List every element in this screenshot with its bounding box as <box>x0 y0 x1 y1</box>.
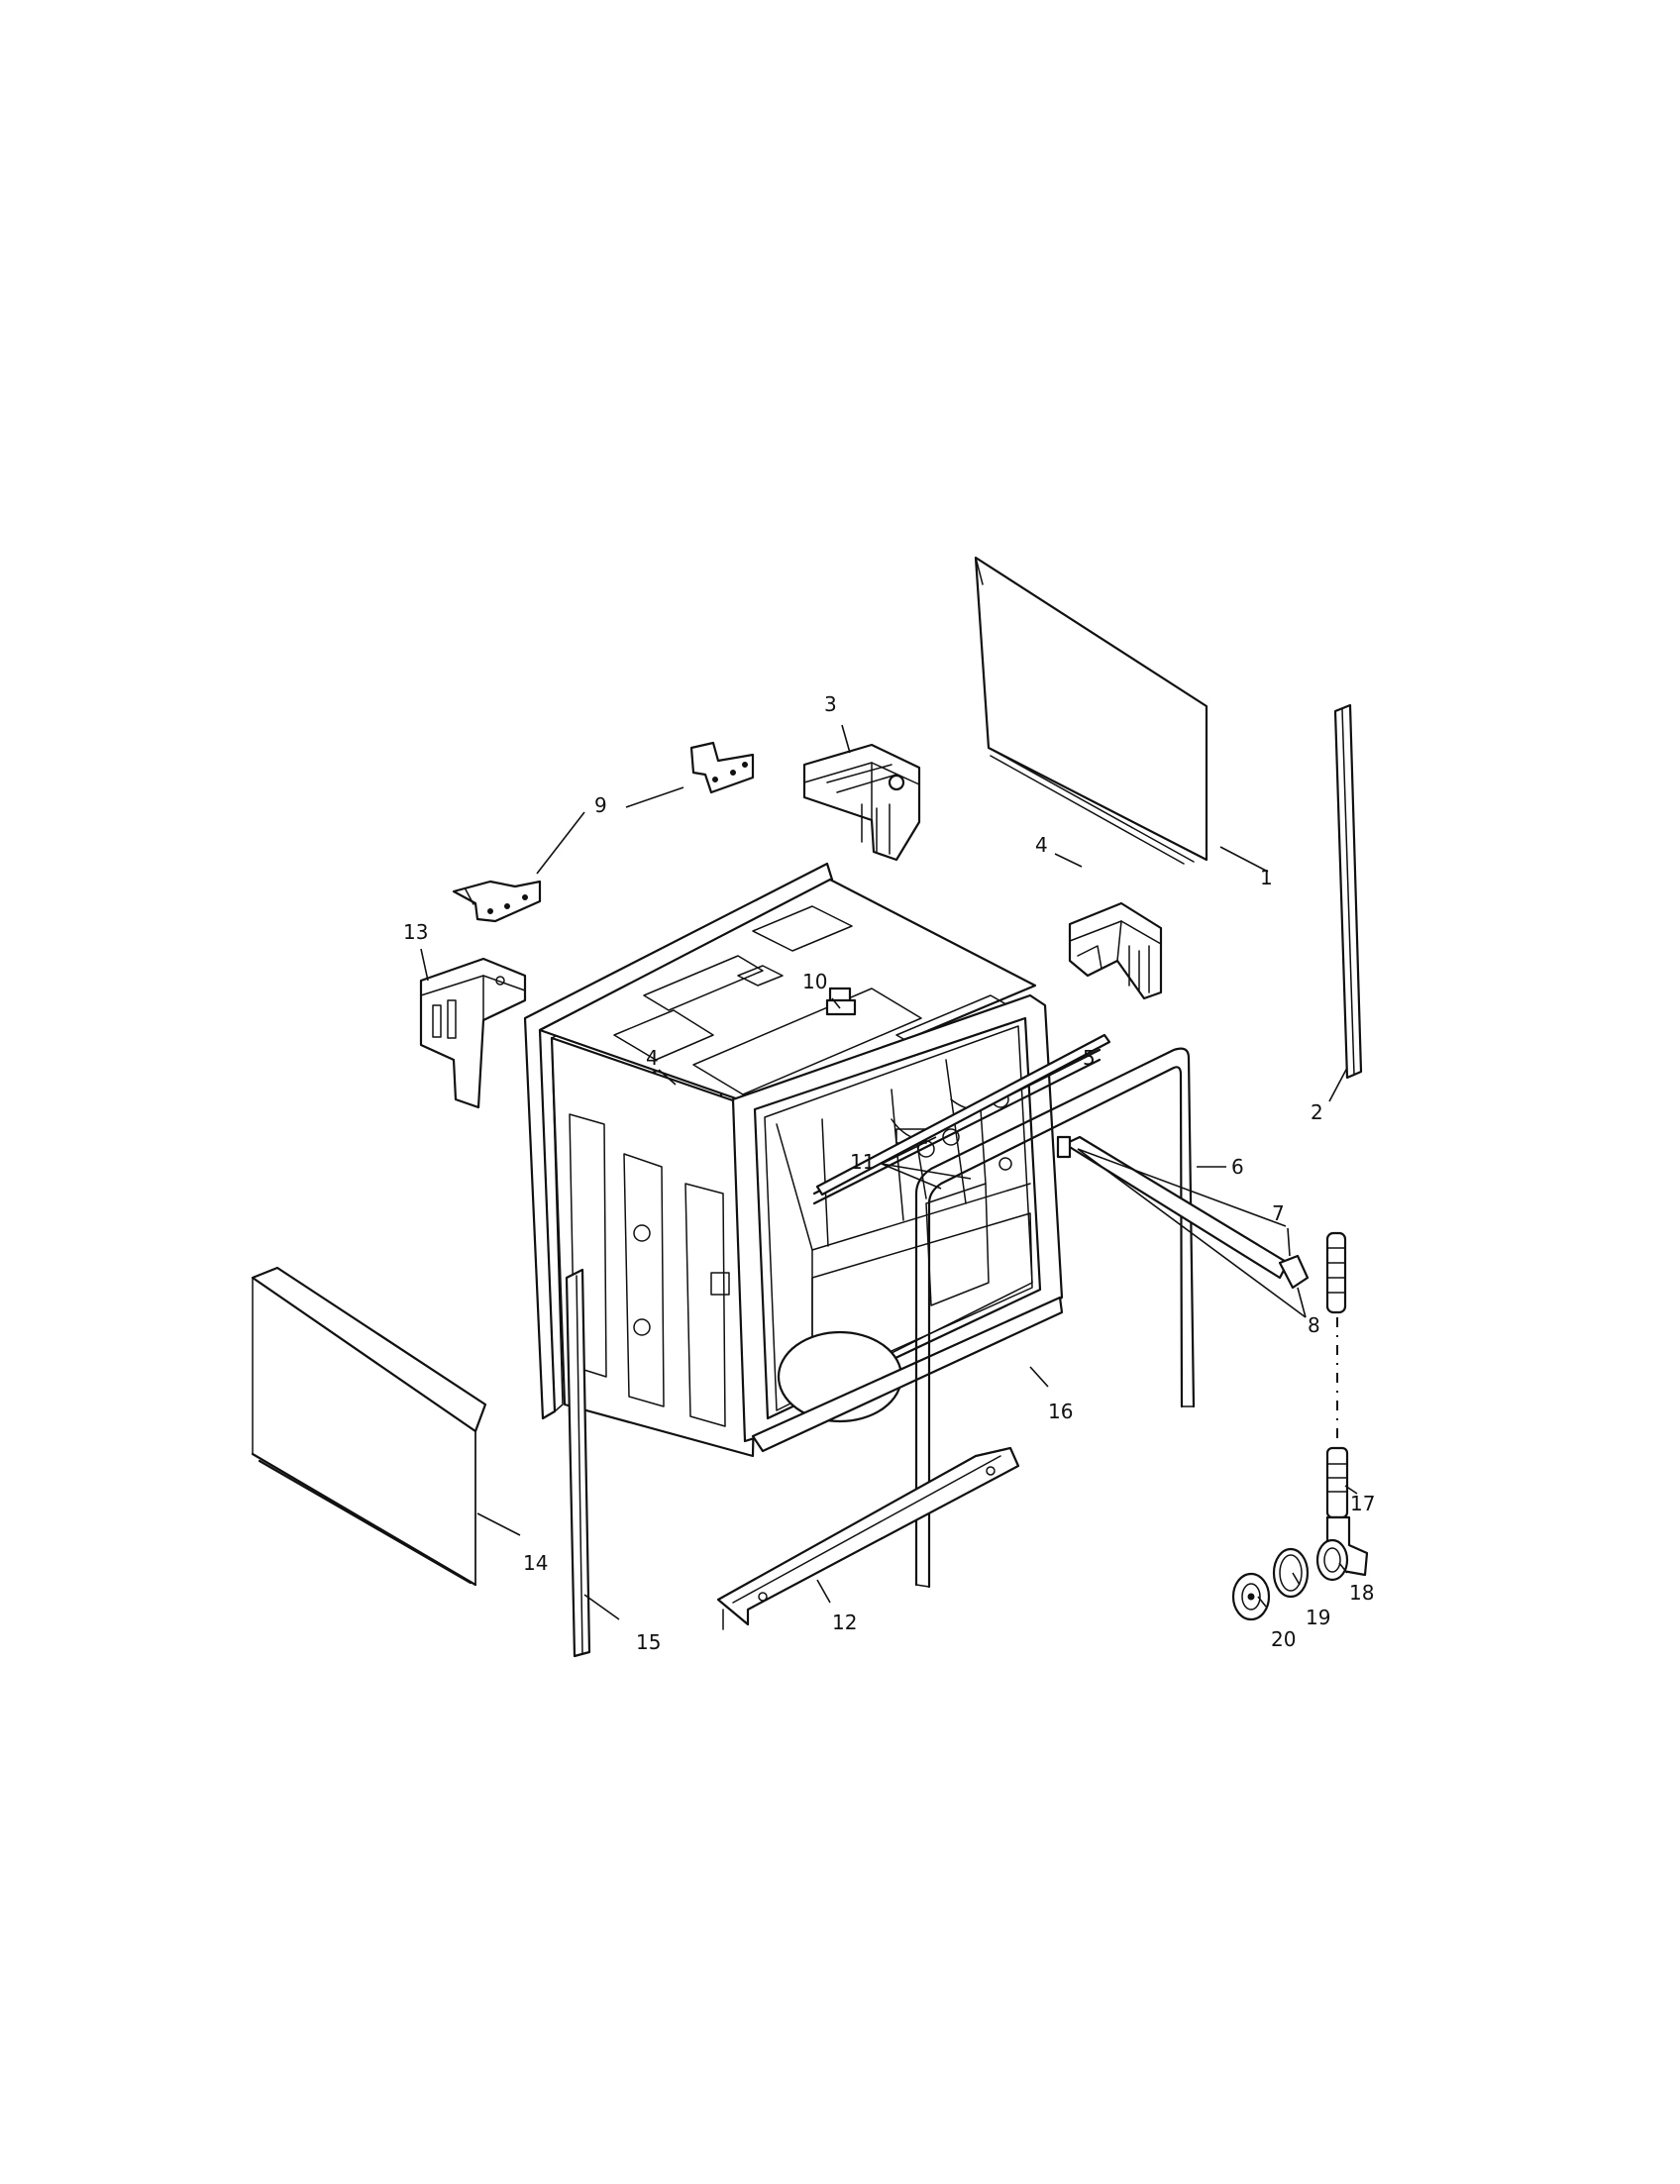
callout-19: 19 <box>1306 1606 1330 1629</box>
part-19-ring <box>1272 1547 1310 1599</box>
callout-8: 8 <box>1308 1313 1320 1337</box>
part-18-elbow <box>1315 1515 1369 1582</box>
part-main-tub <box>523 862 1102 1458</box>
callout-18: 18 <box>1349 1581 1374 1605</box>
part-20-nut <box>1231 1572 1271 1621</box>
callout-20: 20 <box>1271 1627 1296 1651</box>
callout-2: 2 <box>1311 1100 1323 1124</box>
callout-4-left: 4 <box>646 1046 659 1070</box>
callouts: 1 2 3 4 4 5 6 7 8 9 10 11 12 13 14 15 16… <box>403 692 1375 1654</box>
callout-16: 16 <box>1048 1400 1073 1423</box>
part-7-8-door-rail <box>1056 1135 1310 1290</box>
part-12-channel <box>716 1446 1020 1630</box>
leader-lines <box>420 724 1358 1620</box>
callout-12: 12 <box>832 1611 857 1634</box>
callout-17: 17 <box>1350 1492 1375 1515</box>
callout-11: 11 <box>850 1150 875 1174</box>
callout-9: 9 <box>594 793 607 817</box>
part-1-top-panel <box>974 556 1208 865</box>
callout-10: 10 <box>802 970 827 993</box>
callout-1: 1 <box>1260 866 1273 889</box>
callout-7: 7 <box>1272 1201 1285 1225</box>
callout-13: 13 <box>403 920 428 944</box>
callout-15: 15 <box>636 1630 661 1654</box>
part-15-side-strip <box>565 1268 591 1658</box>
callout-14: 14 <box>523 1551 548 1575</box>
callout-4-right: 4 <box>1035 833 1048 857</box>
callout-5: 5 <box>1083 1046 1096 1070</box>
callout-6: 6 <box>1231 1155 1244 1179</box>
part-14-toe-kick <box>251 1266 487 1587</box>
part-13-bracket <box>419 957 527 1109</box>
part-9-hinge-brackets <box>452 741 755 923</box>
part-17-hose-nipple <box>1325 1231 1349 1519</box>
part-5-rail <box>815 1033 1111 1196</box>
part-4-right-cover <box>1068 901 1163 1000</box>
part-6-gasket <box>914 1047 1196 1589</box>
part-3-bracket <box>802 743 921 862</box>
part-2-side-strip <box>1333 703 1363 1080</box>
callout-3: 3 <box>824 692 837 716</box>
